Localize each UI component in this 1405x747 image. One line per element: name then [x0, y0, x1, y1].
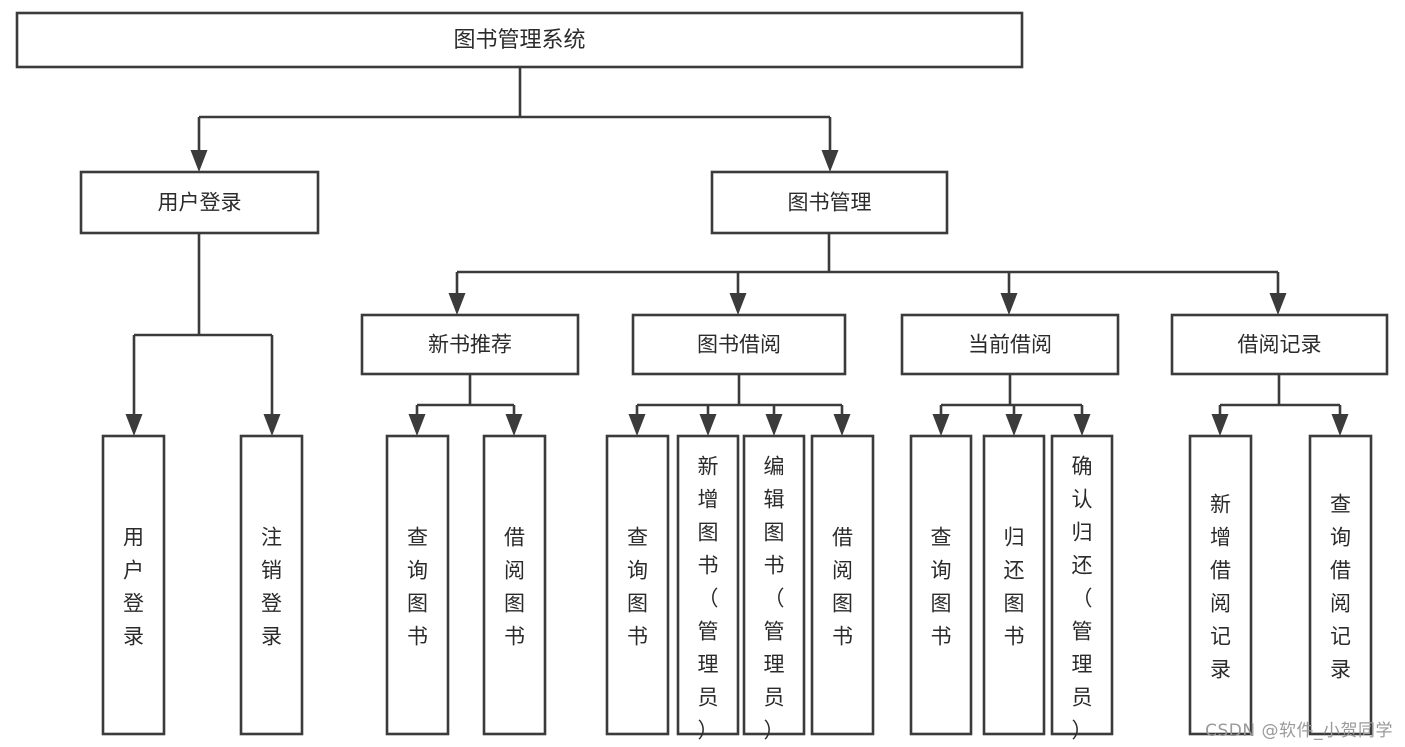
leaf-arrow-current-borrow-0-head: [932, 414, 950, 436]
level3-arrow-2-head: [1000, 293, 1018, 315]
leaf-arrow-book-borrow-3-head: [833, 414, 851, 436]
nodes-layer: 图书管理系统用户登录图书管理新书推荐图书借阅当前借阅借阅记录用户登录注销登录查询…: [15, 11, 1389, 743]
node-label-leaf-borrow-book-2: 借阅图书: [832, 526, 853, 649]
leaf-arrow-new-book-rec-0-head: [408, 414, 426, 436]
node-label-new-book-rec: 新书推荐: [428, 333, 512, 357]
node-box-current-borrow[interactable]: [900, 313, 1120, 376]
node-box-book-manage[interactable]: [710, 170, 949, 235]
leaf-arrow-current-borrow-1-head: [1005, 414, 1023, 436]
node-box-root[interactable]: [15, 11, 1024, 69]
leaf-arrow-book-borrow-1-head: [699, 414, 717, 436]
node-label-book-manage: 图书管理: [788, 191, 872, 215]
node-label-book-borrow: 图书借阅: [697, 333, 781, 357]
node-box-leaf-return-book[interactable]: [982, 434, 1046, 736]
node-label-leaf-add-record: 新增借阅记录: [1210, 493, 1231, 682]
level3-arrow-3-head: [1269, 293, 1287, 315]
level3-arrow-0-head: [448, 293, 466, 315]
level2-arrow-1-head: [821, 150, 839, 172]
leaf-arrow-borrow-record-0-head: [1211, 414, 1229, 436]
leaf-arrow-user-login-1-head: [263, 414, 281, 436]
node-box-book-borrow[interactable]: [631, 313, 847, 376]
node-label-current-borrow: 当前借阅: [968, 333, 1052, 357]
node-box-leaf-query-book-2[interactable]: [605, 434, 670, 736]
node-box-leaf-borrow-book-1[interactable]: [482, 434, 547, 736]
node-label-leaf-logout: 注销登录: [261, 526, 282, 649]
node-label-user-login: 用户登录: [158, 191, 242, 215]
node-label-leaf-query-book-1: 查询图书: [407, 526, 428, 649]
node-label-leaf-query-record: 查询借阅记录: [1330, 493, 1351, 682]
node-box-leaf-query-book-1[interactable]: [385, 434, 450, 736]
leaf-arrow-book-borrow-2-head: [765, 414, 783, 436]
leaf-arrow-user-login-0-head: [125, 414, 143, 436]
leaf-arrow-book-borrow-0-head: [628, 414, 646, 436]
node-box-borrow-record[interactable]: [1170, 313, 1389, 376]
node-box-leaf-user-login[interactable]: [101, 434, 166, 736]
node-box-new-book-rec[interactable]: [360, 313, 580, 376]
node-label-leaf-return-book: 归还图书: [1004, 526, 1025, 649]
node-box-user-login[interactable]: [79, 170, 320, 235]
node-label-leaf-user-login: 用户登录: [123, 526, 144, 649]
level2-arrow-0-head: [190, 150, 208, 172]
node-box-leaf-logout[interactable]: [239, 434, 304, 736]
leaf-arrow-current-borrow-2-head: [1073, 414, 1091, 436]
leaf-arrow-borrow-record-1-head: [1331, 414, 1349, 436]
node-box-leaf-confirm-return[interactable]: [1050, 434, 1114, 736]
node-box-leaf-query-book-3[interactable]: [909, 434, 973, 736]
node-box-leaf-borrow-book-2[interactable]: [810, 434, 875, 736]
leaf-arrow-new-book-rec-1-head: [505, 414, 523, 436]
node-label-borrow-record: 借阅记录: [1238, 333, 1322, 357]
node-box-leaf-add-book[interactable]: [676, 434, 740, 736]
node-label-root: 图书管理系统: [453, 28, 585, 53]
node-label-leaf-borrow-book-1: 借阅图书: [504, 526, 525, 649]
node-label-leaf-edit-book: 编辑图书（管理员）: [764, 455, 785, 743]
node-label-leaf-add-book: 新增图书（管理员）: [698, 455, 719, 743]
node-box-leaf-edit-book[interactable]: [742, 434, 806, 736]
node-label-leaf-confirm-return: 确认归还（管理员）: [1072, 455, 1093, 743]
connectors-layer: [125, 67, 1349, 436]
node-box-leaf-query-record[interactable]: [1308, 434, 1373, 736]
level3-arrow-1-head: [729, 293, 747, 315]
node-label-leaf-query-book-2: 查询图书: [627, 526, 648, 649]
watermark-text: CSDN @软件_小贺同学: [1205, 721, 1393, 741]
node-label-leaf-query-book-3: 查询图书: [931, 526, 952, 649]
node-box-leaf-add-record[interactable]: [1188, 434, 1253, 736]
